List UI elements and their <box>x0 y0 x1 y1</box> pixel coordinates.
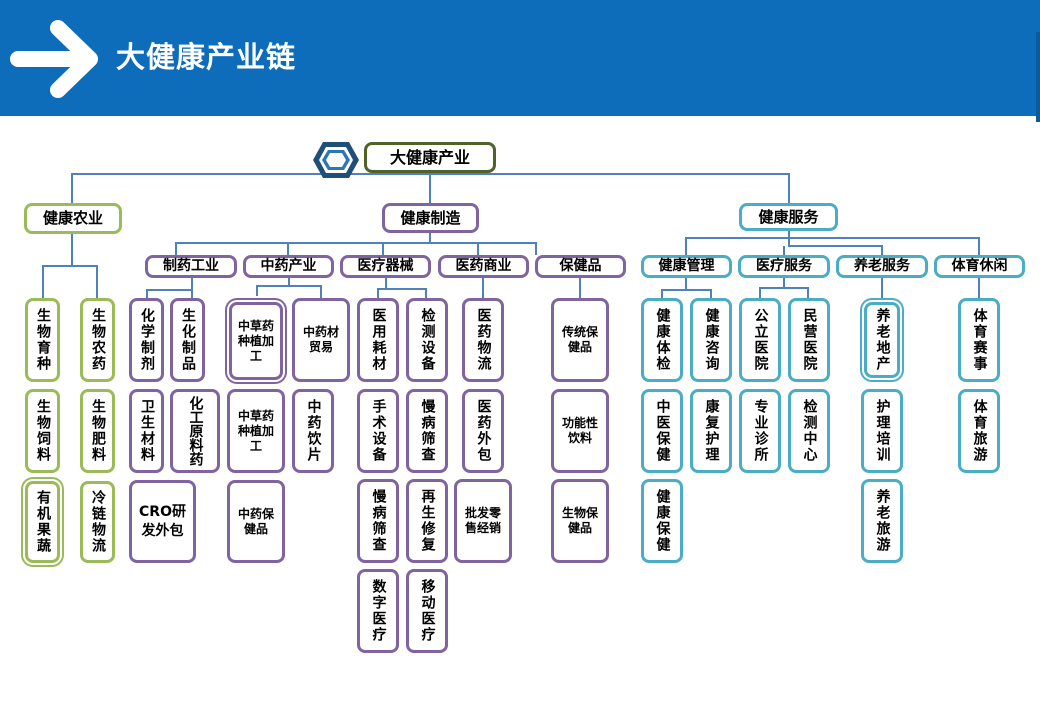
item-node: 慢病筛查 <box>357 479 399 563</box>
group-device: 医疗器械 <box>340 255 431 278</box>
item-node: 医药外包 <box>462 389 504 473</box>
item-node: 中药保健品 <box>227 480 285 563</box>
item-node: 冷链物流 <box>80 481 115 563</box>
item-node: 化工原料药 <box>170 389 220 473</box>
item-node: 康复护理 <box>690 389 732 473</box>
group-sports: 体育休闲 <box>934 255 1025 278</box>
root-node: 大健康产业 <box>364 142 496 173</box>
item-node: 专业诊所 <box>739 389 781 473</box>
category-service: 健康服务 <box>739 203 838 231</box>
item-node-highlight: 中草药种植加工 <box>229 302 283 380</box>
item-node: 手术设备 <box>357 389 399 473</box>
item-node: 中草药种植加工 <box>227 389 285 473</box>
item-node: 传统保健品 <box>551 298 609 382</box>
item-node: 生物肥料 <box>80 389 115 473</box>
item-node: 护理培训 <box>861 389 903 473</box>
item-node: 再生修复 <box>406 479 448 563</box>
header-banner: 大健康产业链 <box>0 0 1040 122</box>
item-node: 养老旅游 <box>861 479 903 563</box>
group-health-products: 保健品 <box>535 255 626 278</box>
item-node: 卫生材料 <box>129 389 164 473</box>
group-tcm: 中药产业 <box>243 255 334 278</box>
page-title: 大健康产业链 <box>116 40 297 74</box>
header-edge <box>1036 32 1040 122</box>
item-node: 健康体检 <box>641 298 683 382</box>
item-node: 中药材贸易 <box>292 298 350 382</box>
category-manufacturing: 健康制造 <box>382 203 479 233</box>
item-node: 移动医疗 <box>406 569 448 653</box>
item-node-highlight: 有机果蔬 <box>25 481 60 563</box>
item-node: 检测中心 <box>788 389 830 473</box>
group-pharma: 制药工业 <box>145 255 237 278</box>
category-agriculture: 健康农业 <box>24 203 122 234</box>
hexagon-icon <box>313 142 359 178</box>
item-node: 健康咨询 <box>690 298 732 382</box>
item-node: 数字医疗 <box>357 569 399 653</box>
item-node: 公立医院 <box>739 298 781 382</box>
item-node: 体育赛事 <box>958 298 1000 382</box>
item-node: 批发零售经销 <box>454 479 512 563</box>
item-node: 生物育种 <box>25 298 60 382</box>
item-node: 生化制品 <box>170 298 205 382</box>
item-node: 中药饮片 <box>292 389 334 473</box>
item-node: 民营医院 <box>788 298 830 382</box>
item-node: 检测设备 <box>406 298 448 382</box>
item-node: 生物农药 <box>80 298 115 382</box>
item-node: 生物饲料 <box>25 389 60 473</box>
item-node: 体育旅游 <box>958 389 1000 473</box>
item-node: 医用耗材 <box>357 298 399 382</box>
group-commerce: 医药商业 <box>438 255 529 278</box>
item-node: 功能性饮料 <box>551 389 609 473</box>
arrow-right-icon <box>10 20 98 98</box>
item-node: 化学制剂 <box>129 298 164 382</box>
item-node: 中医保健 <box>641 389 683 473</box>
item-node: 健康保健 <box>641 479 683 563</box>
item-node: 生物保健品 <box>551 479 609 563</box>
group-elderly: 养老服务 <box>836 255 928 278</box>
item-node: CRO研发外包 <box>129 480 196 563</box>
group-health-mgmt: 健康管理 <box>641 255 732 278</box>
item-node-highlight: 养老地产 <box>864 302 900 378</box>
item-node: 医药物流 <box>462 298 504 382</box>
item-node: 慢病筛查 <box>406 389 448 473</box>
group-medical-service: 医疗服务 <box>738 255 830 278</box>
